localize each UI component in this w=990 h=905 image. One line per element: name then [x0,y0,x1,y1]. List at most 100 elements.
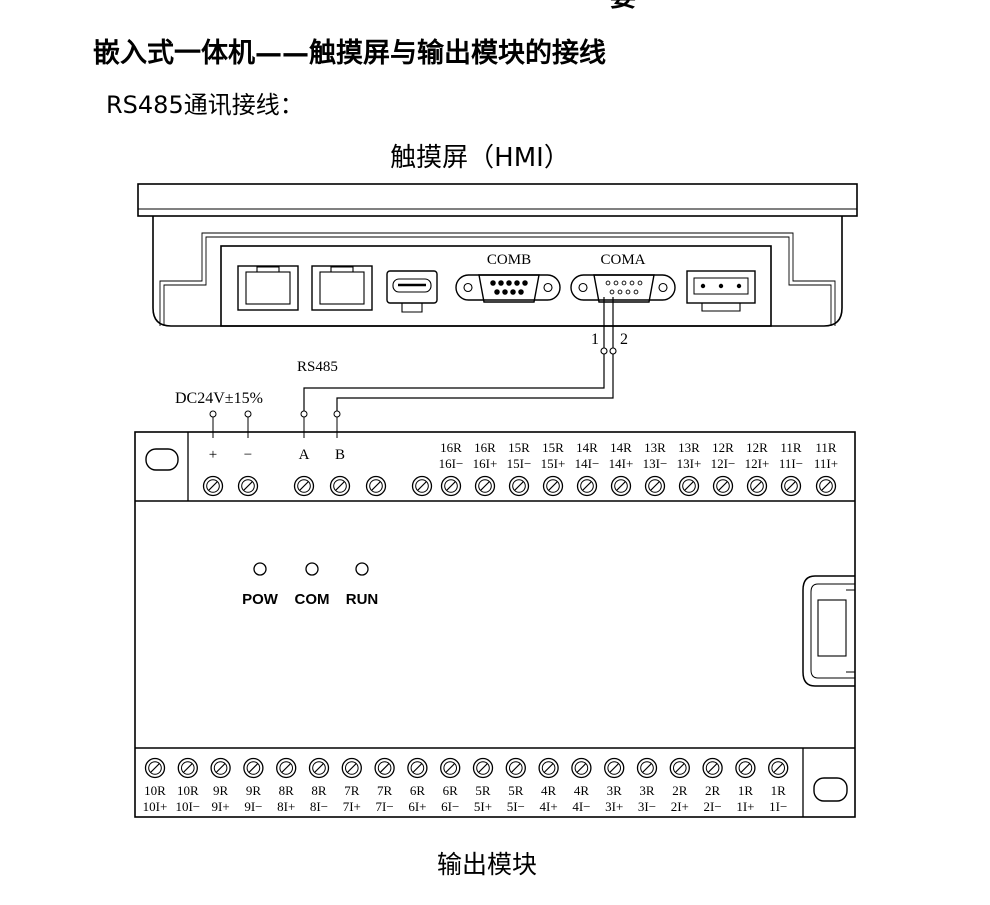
terminal-channel-label: 14I+ [609,456,634,471]
terminal-channel-label: 2R [672,783,688,798]
terminal-channel-label: 10I− [175,799,200,814]
screw-terminal-icon [508,475,530,497]
terminal-channel-label: 12I− [711,456,736,471]
terminal-channel-label: 10I+ [143,799,168,814]
terminal-channel-label: 5R [475,783,491,798]
db9-pin [629,280,635,286]
screw-terminal-icon [440,475,462,497]
terminal-channel-label: 13R [644,440,666,455]
hmi-title: 触摸屏（HMI） [390,143,570,173]
screw-terminal-icon [202,475,224,497]
coma-port-label: COMA [600,252,645,268]
db9-pin [637,280,643,286]
power-plus-label: + [209,447,217,463]
screw-terminal-icon [237,475,259,497]
screw-terminal-icon [407,757,428,779]
terminal-channel-label: 14I− [575,456,600,471]
led-label: POW [242,591,279,608]
rs485-label: RS485 [297,359,338,375]
terminal-channel-label: 10R [144,783,166,798]
screw-terminal-icon [678,475,700,497]
status-led-icon [253,562,267,576]
terminal-channel-label: 3I+ [605,799,623,814]
screw-terminal-icon [374,757,395,779]
db9-pin [518,289,524,295]
db9-pin [510,289,516,295]
terminal-channel-label: 9R [246,783,262,798]
output-module: + − A B 16R16I−16R16I+15R15I−15R15I+14R1… [134,431,856,879]
screw-terminal-icon [210,757,231,779]
comb-port: COMB [455,252,561,303]
db9-pin [506,280,512,286]
screw-terminal-icon [329,475,351,497]
terminal-channel-label: 13R [678,440,700,455]
pin-2-label: 2 [620,331,628,348]
terminal-channel-label: 7I− [376,799,394,814]
terminal-channel-label: 15I+ [541,456,566,471]
terminal-channel-label: 4I− [572,799,590,814]
hmi-port-panel [220,245,772,327]
terminal-channel-label: 3R [639,783,655,798]
terminal-channel-label: 3I− [638,799,656,814]
page-title: 嵌入式一体机——触摸屏与输出模块的接线 [93,37,606,69]
screw-terminal-icon [780,475,802,497]
terminal-channel-label: 16I+ [473,456,498,471]
screw-terminal-icon [604,757,625,779]
module-outline [134,431,856,818]
screw-terminal-icon [293,475,315,497]
power-spec-label: DC24V±15% [175,390,263,407]
terminal-channel-label: 14R [610,440,632,455]
rs485-b-label: B [335,447,345,463]
screw-terminal-icon [712,475,734,497]
screw-terminal-icon [505,757,526,779]
terminal-channel-label: 8I− [310,799,328,814]
terminal-channel-label: 8I+ [277,799,295,814]
terminal-channel-label: 11I+ [814,456,838,471]
terminal-channel-label: 6I+ [408,799,426,814]
screw-terminal-icon [610,475,632,497]
db9-pin [633,289,639,295]
terminal-channel-label: 11I− [779,456,803,471]
screw-terminal-icon [746,475,768,497]
terminal-channel-label: 15R [508,440,530,455]
comb-port-label: COMB [487,252,531,268]
db9-pin [625,289,631,295]
power-minus-label: − [244,447,252,463]
hmi-top-bezel [137,183,858,217]
terminal-channel-label: 5R [508,783,524,798]
terminal-channel-label: 3R [607,783,623,798]
screw-terminal-icon [571,757,592,779]
mounting-hole-icon [813,777,848,802]
db9-pin [498,280,504,286]
terminal-channel-label: 1I− [769,799,787,814]
terminal-channel-label: 2I+ [671,799,689,814]
terminal-channel-label: 11R [780,440,802,455]
screw-terminal-icon [644,475,666,497]
terminal-channel-label: 5I+ [474,799,492,814]
terminal-channel-label: 6I− [441,799,459,814]
terminal-channel-label: 2I− [704,799,722,814]
terminal-channel-label: 7R [377,783,393,798]
terminal-channel-label: 13I− [643,456,668,471]
terminal-channel-label: 8R [279,783,295,798]
module-caption: 输出模块 [437,850,537,879]
screw-terminal-icon [243,757,264,779]
terminal-channel-label: 9I− [244,799,262,814]
terminal-channel-label: 13I+ [677,456,702,471]
db9-pin [621,280,627,286]
db9-pin [605,280,611,286]
screw-terminal-icon [815,475,837,497]
terminal-channel-label: 1I+ [736,799,754,814]
status-led-icon [355,562,369,576]
screw-terminal-icon [144,757,166,779]
screw-terminal-icon [542,475,564,497]
rs485-a-label: A [299,447,310,463]
terminal-channel-label: 1R [738,783,754,798]
terminal-channel-label: 1R [771,783,787,798]
terminal-channel-label: 4I+ [540,799,558,814]
terminal-channel-label: 7I+ [343,799,361,814]
pin-1-label: 1 [591,331,599,348]
db9-pin [617,289,623,295]
screw-terminal-icon [365,475,387,497]
